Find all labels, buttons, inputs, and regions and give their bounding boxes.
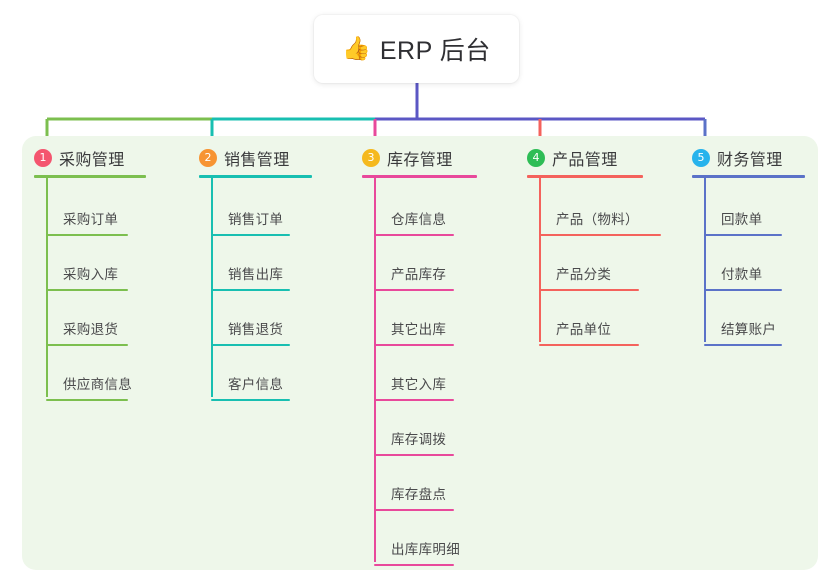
leaf-item[interactable]: 销售出库	[211, 263, 290, 291]
leaf-item[interactable]: 采购入库	[46, 263, 128, 291]
root-node-content: 👍 ERP 后台	[342, 31, 491, 67]
leaf-rule	[374, 509, 454, 511]
leaf-label: 产品（物料）	[556, 212, 639, 227]
leaf-rule	[374, 399, 454, 401]
page-title: ERP 后台	[379, 37, 491, 65]
leaf-rule	[374, 564, 454, 566]
leaf-label: 采购退货	[63, 322, 119, 337]
branch-spine-2	[211, 178, 213, 397]
leaf-rule	[46, 344, 128, 346]
leaf-item[interactable]: 结算账户	[704, 318, 782, 346]
leaf-rule	[46, 289, 128, 291]
leaf-label: 采购订单	[63, 212, 119, 227]
leaf-item[interactable]: 出库库明细	[374, 538, 460, 566]
leaf-item[interactable]: 采购订单	[46, 208, 128, 236]
leaf-rule	[539, 234, 661, 236]
branch-rule-5	[692, 175, 805, 178]
leaf-rule	[374, 289, 454, 291]
leaf-rule	[211, 234, 290, 236]
leaf-item[interactable]: 库存盘点	[374, 483, 454, 511]
leaf-rule	[539, 344, 639, 346]
leaf-rule	[704, 344, 782, 346]
branch-badge-3: 3	[362, 149, 380, 167]
leaf-label: 回款单	[721, 212, 763, 227]
leaf-label: 仓库信息	[391, 212, 447, 227]
branch-header-3[interactable]: 3 库存管理	[362, 146, 453, 170]
branch-header-4[interactable]: 4 产品管理	[527, 146, 618, 170]
leaf-item[interactable]: 产品单位	[539, 318, 639, 346]
branch-title-1: 采购管理	[59, 152, 125, 169]
leaf-label: 供应商信息	[63, 377, 132, 392]
leaf-item[interactable]: 产品（物料）	[539, 208, 661, 236]
leaf-item[interactable]: 其它出库	[374, 318, 454, 346]
leaf-label: 付款单	[721, 267, 763, 282]
leaf-item[interactable]: 销售订单	[211, 208, 290, 236]
leaf-item[interactable]: 采购退货	[46, 318, 128, 346]
leaf-label: 销售出库	[228, 267, 284, 282]
leaf-label: 采购入库	[63, 267, 119, 282]
leaf-label: 销售订单	[228, 212, 284, 227]
leaf-label: 销售退货	[228, 322, 284, 337]
leaf-label: 其它入库	[391, 377, 447, 392]
leaf-rule	[704, 234, 782, 236]
root-node[interactable]: 👍 ERP 后台	[314, 15, 519, 83]
leaf-rule	[46, 234, 128, 236]
branch-title-3: 库存管理	[387, 152, 453, 169]
branch-title-2: 销售管理	[224, 152, 290, 169]
branch-rule-4	[527, 175, 643, 178]
branch-rule-3	[362, 175, 477, 178]
leaf-label: 库存调拨	[391, 432, 447, 447]
branch-spine-1	[46, 178, 48, 397]
branch-badge-4: 4	[527, 149, 545, 167]
leaf-item[interactable]: 付款单	[704, 263, 782, 291]
leaf-label: 结算账户	[721, 322, 777, 337]
thumbs-up-icon: 👍	[342, 34, 371, 61]
leaf-rule	[539, 289, 639, 291]
leaf-label: 其它出库	[391, 322, 447, 337]
branch-spine-5	[704, 178, 706, 342]
branch-panel	[22, 136, 818, 570]
leaf-rule	[211, 344, 290, 346]
leaf-rule	[374, 234, 454, 236]
branch-title-4: 产品管理	[552, 152, 618, 169]
leaf-label: 客户信息	[228, 377, 284, 392]
branch-rule-2	[199, 175, 312, 178]
leaf-item[interactable]: 产品分类	[539, 263, 639, 291]
leaf-label: 库存盘点	[391, 487, 447, 502]
branch-header-5[interactable]: 5 财务管理	[692, 146, 783, 170]
leaf-rule	[704, 289, 782, 291]
leaf-item[interactable]: 客户信息	[211, 373, 290, 401]
branch-spine-4	[539, 178, 541, 342]
leaf-label: 产品库存	[391, 267, 447, 282]
leaf-label: 产品分类	[556, 267, 612, 282]
leaf-rule	[211, 399, 290, 401]
leaf-rule	[374, 344, 454, 346]
leaf-item[interactable]: 回款单	[704, 208, 782, 236]
leaf-item[interactable]: 仓库信息	[374, 208, 454, 236]
leaf-item[interactable]: 供应商信息	[46, 373, 132, 401]
leaf-item[interactable]: 销售退货	[211, 318, 290, 346]
branch-rule-1	[34, 175, 146, 178]
branch-spine-3	[374, 178, 376, 562]
leaf-rule	[46, 399, 128, 401]
leaf-label: 产品单位	[556, 322, 612, 337]
leaf-item[interactable]: 库存调拨	[374, 428, 454, 456]
branch-header-2[interactable]: 2 销售管理	[199, 146, 290, 170]
leaf-label: 出库库明细	[391, 542, 460, 557]
branch-badge-5: 5	[692, 149, 710, 167]
leaf-item[interactable]: 产品库存	[374, 263, 454, 291]
branch-title-5: 财务管理	[717, 152, 783, 169]
leaf-item[interactable]: 其它入库	[374, 373, 454, 401]
leaf-rule	[374, 454, 454, 456]
branch-header-1[interactable]: 1 采购管理	[34, 146, 125, 170]
branch-badge-1: 1	[34, 149, 52, 167]
branch-badge-2: 2	[199, 149, 217, 167]
leaf-rule	[211, 289, 290, 291]
